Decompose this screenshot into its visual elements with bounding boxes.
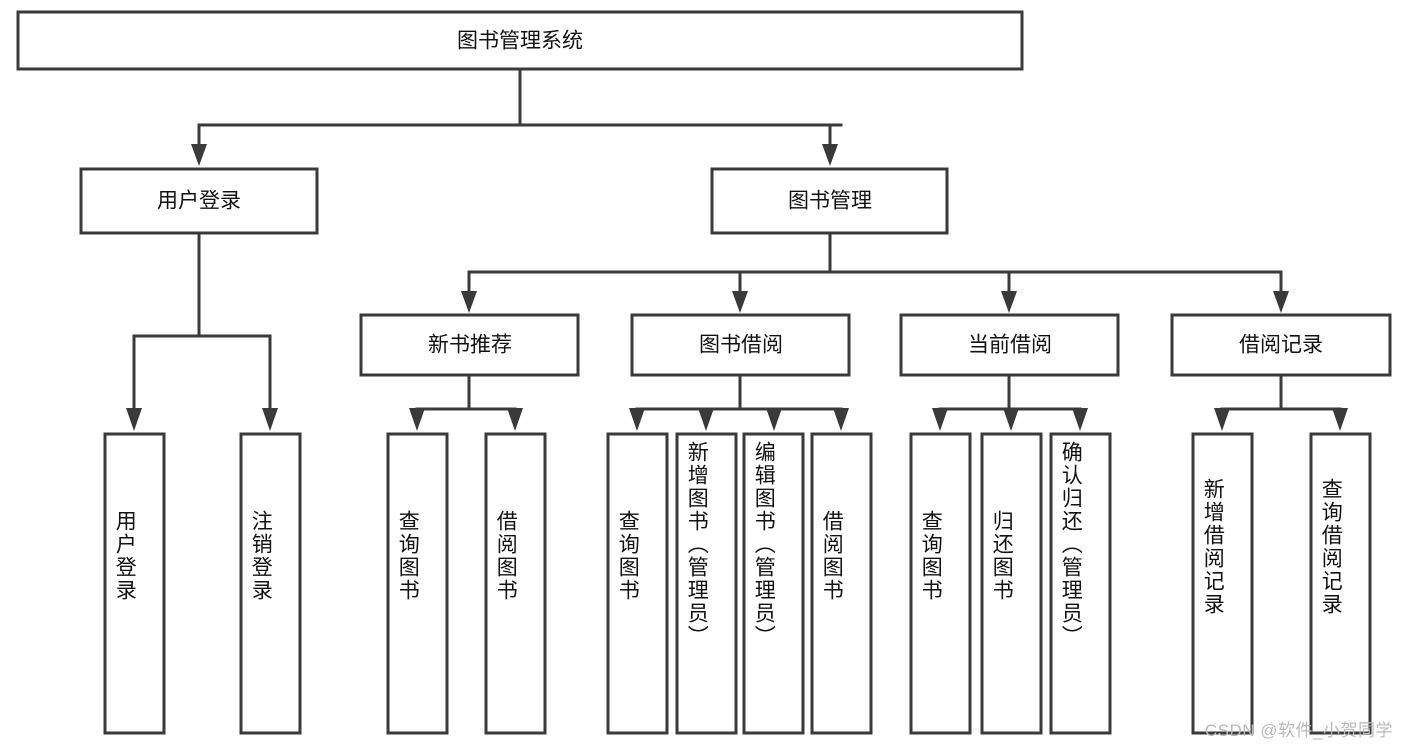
leaf-box-borrow-book-recommend[interactable] <box>484 432 547 735</box>
leaf-box-user-login[interactable] <box>103 432 166 735</box>
arrow-borrow-leaf4 <box>833 408 849 431</box>
arrow-current-borrow-leaf1 <box>932 408 948 431</box>
leaf-box-logout[interactable] <box>239 432 302 735</box>
arrow-to-borrow-record <box>1273 291 1289 313</box>
watermark-text: CSDN @软件_小贺同学 <box>1204 721 1393 740</box>
node-new-book-recommend[interactable]: 新书推荐 <box>359 313 580 377</box>
leaf-box-return-book[interactable] <box>980 432 1043 735</box>
arrow-to-book-mgmt <box>822 144 838 166</box>
leaf-box-confirm-return-admin[interactable] <box>1049 432 1112 735</box>
node-root-system-box[interactable] <box>16 10 1024 71</box>
leaf-box-edit-book-admin[interactable] <box>742 432 805 735</box>
node-root-system-label: 图书管理系统 <box>457 30 583 53</box>
arrow-user-login-leaf1 <box>126 408 142 431</box>
node-book-borrow-box[interactable] <box>630 313 851 377</box>
connector-group-book-mgmt-to-level3 <box>461 231 1289 313</box>
arrow-borrow-leaf3 <box>766 408 782 431</box>
node-book-management[interactable]: 图书管理 <box>710 167 949 235</box>
leaf-box-query-book-recommend[interactable] <box>386 432 449 735</box>
node-root-system[interactable]: 图书管理系统 <box>16 10 1024 71</box>
node-user-login[interactable]: 用户登录 <box>79 167 319 235</box>
arrow-borrow-leaf1 <box>629 408 645 431</box>
node-current-borrow-box[interactable] <box>899 313 1120 377</box>
arrow-to-new-book <box>461 291 477 313</box>
leaf-box-borrow-book[interactable] <box>810 432 873 735</box>
node-borrow-record-label: 借阅记录 <box>1239 334 1323 357</box>
arrow-to-borrow <box>732 291 748 313</box>
node-book-borrow[interactable]: 图书借阅 <box>630 313 851 377</box>
node-new-book-recommend-box[interactable] <box>359 313 580 377</box>
connector-group-new-book-to-leaves <box>409 373 523 431</box>
connector-group-root-to-level2 <box>191 67 843 166</box>
arrow-to-current-borrow <box>1001 291 1017 313</box>
arrow-to-user-login <box>191 144 207 166</box>
leaf-box-query-book-current[interactable] <box>909 432 972 735</box>
arrow-new-book-leaf1 <box>409 408 425 431</box>
node-borrow-record[interactable]: 借阅记录 <box>1170 313 1392 377</box>
node-book-borrow-label: 图书借阅 <box>699 334 783 357</box>
arrow-new-book-leaf2 <box>507 408 523 431</box>
node-user-login-label: 用户登录 <box>157 190 241 213</box>
connector-group-borrow-record-to-leaves <box>1214 373 1348 431</box>
leaf-box-query-book-borrow[interactable] <box>606 432 669 735</box>
node-book-management-label: 图书管理 <box>788 190 872 213</box>
leaf-box-add-borrow-record[interactable] <box>1191 432 1254 735</box>
arrow-current-borrow-leaf3 <box>1072 408 1088 431</box>
leaf-box-add-book-admin[interactable] <box>675 432 738 735</box>
node-user-login-box[interactable] <box>79 167 319 235</box>
arrow-borrow-record-leaf1 <box>1214 408 1230 431</box>
node-current-borrow[interactable]: 当前借阅 <box>899 313 1120 377</box>
arrow-borrow-record-leaf2 <box>1332 408 1348 431</box>
connector-group-borrow-to-leaves <box>629 373 849 431</box>
arrow-current-borrow-leaf2 <box>1003 408 1019 431</box>
arrow-user-login-leaf2 <box>262 408 278 431</box>
leaf-box-query-borrow-record[interactable] <box>1309 432 1372 735</box>
node-new-book-recommend-label: 新书推荐 <box>428 334 512 357</box>
node-borrow-record-box[interactable] <box>1170 313 1392 377</box>
connector-group-user-login-to-leaves <box>126 231 278 431</box>
arrow-borrow-leaf2 <box>698 408 714 431</box>
node-book-management-box[interactable] <box>710 167 949 235</box>
node-current-borrow-label: 当前借阅 <box>968 334 1052 357</box>
connector-group-current-borrow-to-leaves <box>932 373 1088 431</box>
